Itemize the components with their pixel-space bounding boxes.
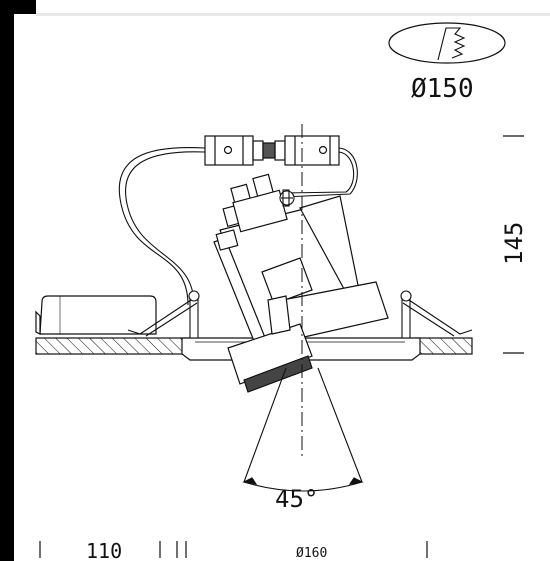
beam-angle <box>242 367 364 492</box>
screw <box>279 189 295 207</box>
driver-box <box>35 295 157 335</box>
height-label: 145 <box>500 222 528 265</box>
cutout-symbol <box>388 22 506 64</box>
tilt-angle-label: 45° <box>275 485 318 513</box>
height-dimension <box>503 135 524 354</box>
cutout-diameter-label: Ø150 <box>411 74 474 104</box>
lamp-housing <box>213 173 389 393</box>
spring-clips <box>127 290 473 339</box>
ceiling-section <box>35 337 473 355</box>
wires <box>118 147 358 306</box>
depth-label: 110 <box>86 539 122 561</box>
frame-top-bar <box>0 0 36 14</box>
terminal-block <box>204 135 340 166</box>
frame-left-bar <box>0 0 14 561</box>
frame-top-line <box>36 13 550 16</box>
bottom-dimension-ticks <box>39 541 428 558</box>
outer-diameter-label: Ø160 <box>296 546 327 561</box>
